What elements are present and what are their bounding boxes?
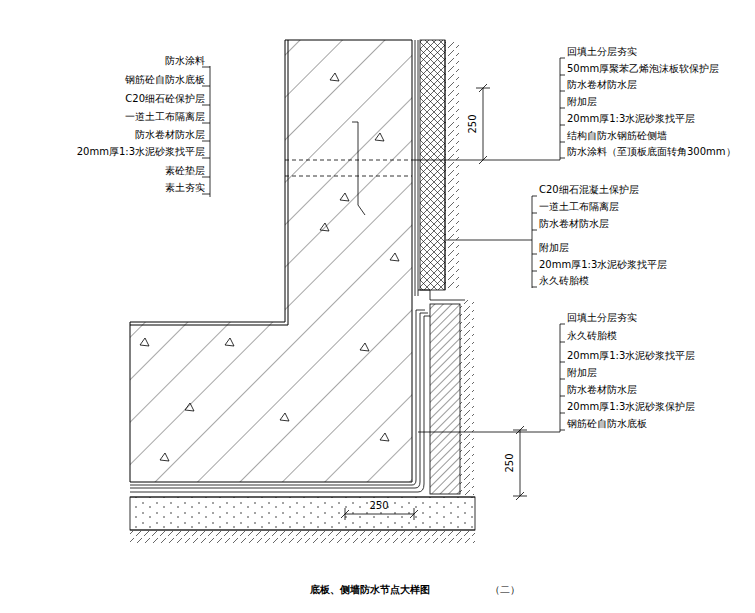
callout-text: 附加层 [567,96,597,108]
callout-text: 结构自防水钢筋砼侧墙 [567,130,667,142]
dimension-text: 250 [369,500,388,512]
callout-text: 防水卷材防水层 [135,129,205,141]
callout-text: 永久砖胎模 [539,275,589,287]
callout-text: C20细石混凝土保护层 [539,184,639,196]
dimension-lines [341,84,527,520]
callout-text: 20mm厚1:3水泥砂浆找平层 [567,350,695,362]
concrete [130,40,412,482]
callout-text: 防水涂料（至顶板底面转角300mm） [567,146,736,158]
callout-text: 防水卷材防水层 [539,218,609,230]
callout-text: 一道土工布隔离层 [539,201,619,213]
callout-text: 附加层 [567,367,597,379]
dimension-text: 250 [467,114,479,133]
callout-text: 20mm厚1:3水泥砂浆找平层 [539,259,667,271]
callout-text: 钢筋砼自防水底板 [567,418,647,430]
callout-text: 回填土分层夯实 [567,312,637,324]
callout-text: 20mm厚1:3水泥砂浆找平层 [567,113,695,125]
callout-text: 20mm厚1:3水泥砂浆保护层 [567,401,695,413]
callout-text: 素砼垫层 [165,165,205,177]
callout-text: 附加层 [539,242,569,254]
callout-text: 一道土工布隔离层 [125,111,205,123]
drawing-title: 底板、侧墙防水节点大样图 [310,584,430,596]
leader-lines [202,58,565,432]
drawing-subtitle: （二） [490,584,520,596]
callout-text: 钢筋砼自防水底板 [125,74,205,86]
callout-text: 素土夯实 [165,182,205,194]
dimension-text: 250 [504,453,516,472]
wall-layers [285,40,465,300]
base-layers [130,300,475,543]
callout-text: 回填土分层夯实 [567,46,637,58]
callout-text: 防水涂料 [165,55,205,67]
callout-text: 永久砖胎模 [567,330,617,342]
callout-text: 50mm厚聚苯乙烯泡沫板软保护层 [567,63,719,75]
callout-text: C20细石砼保护层 [125,93,205,105]
callout-text: 防水卷材防水层 [567,384,637,396]
callout-text: 防水卷材防水层 [567,79,637,91]
callout-text: 20mm厚1:3水泥砂浆找平层 [77,146,205,158]
